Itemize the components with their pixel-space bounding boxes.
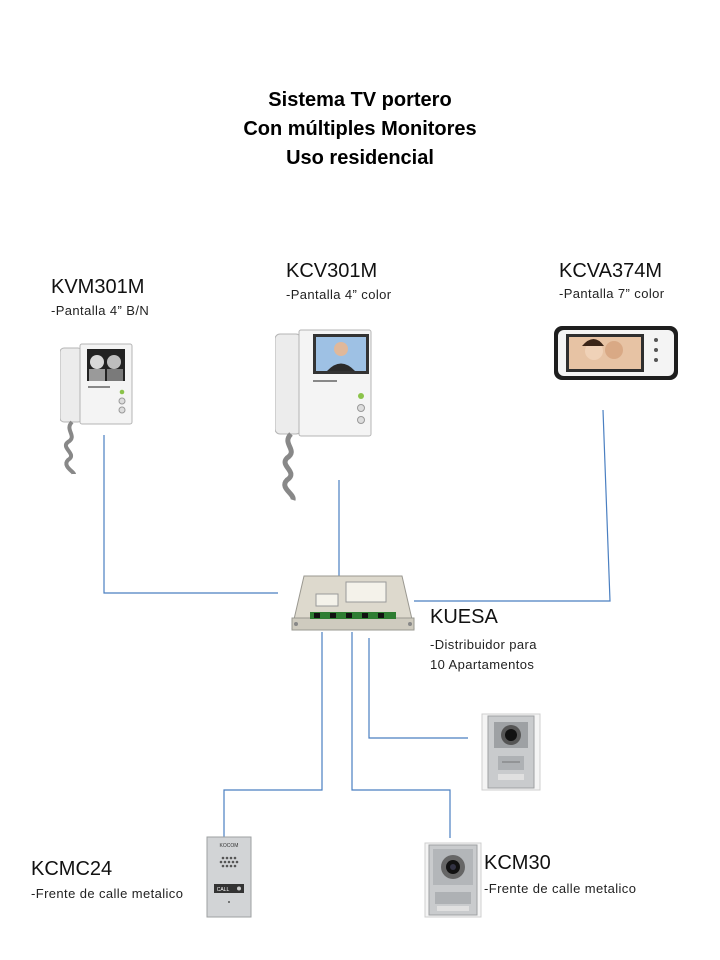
kvm301m-monitor [60, 343, 133, 475]
kuesa-distributor [291, 575, 415, 631]
title-line-2: Con múltiples Monitores [243, 118, 477, 140]
kcva374m-desc-text: -Pantalla 7” color [559, 288, 665, 300]
kcm30-desc: -Frente de calle metalico [484, 881, 637, 896]
diagram-title: Sistema TV portero Con múltiples Monitor… [0, 86, 720, 173]
kcmc24-call: CALL [217, 887, 230, 893]
kcmc24-desc: -Frente de calle metalico [31, 886, 184, 901]
door-panel-extra [481, 713, 541, 791]
kcva374m-desc: -Pantalla 7” color [559, 288, 664, 300]
kcva374m-label: KCVA374M [559, 260, 663, 282]
kuesa-desc-line-1: -Distribuidor para [430, 637, 537, 652]
wire-kvm301m [103, 435, 278, 594]
kuesa-label: KUESA [430, 606, 498, 628]
kcv301m-desc: -Pantalla 4” color [286, 287, 392, 302]
wire-extra-panel [368, 638, 468, 739]
kcmc24-brand: KOCOM [220, 843, 239, 849]
kvm301m-desc: -Pantalla 4” B/N [51, 303, 150, 318]
kcv301m-label: KCV301M [286, 260, 378, 282]
kcm30-label: KCM30 [484, 852, 551, 874]
wire-kcmc24 [223, 632, 323, 838]
wire-kcm30 [351, 632, 451, 838]
kcmc24-label: KCMC24 [31, 858, 113, 880]
kcva374m-monitor [554, 326, 678, 380]
kcmc24-door-panel: KOCOM CALL [206, 836, 252, 918]
kvm301m-label: KVM301M [51, 276, 145, 298]
title-line-1: Sistema TV portero [268, 89, 452, 111]
kcm30-door-panel [424, 842, 482, 918]
title-line-3: Uso residencial [286, 147, 434, 169]
kcv301m-monitor [275, 329, 372, 501]
wire-kcva374m [414, 409, 611, 602]
kuesa-desc-line-2: 10 Apartamentos [430, 657, 535, 672]
